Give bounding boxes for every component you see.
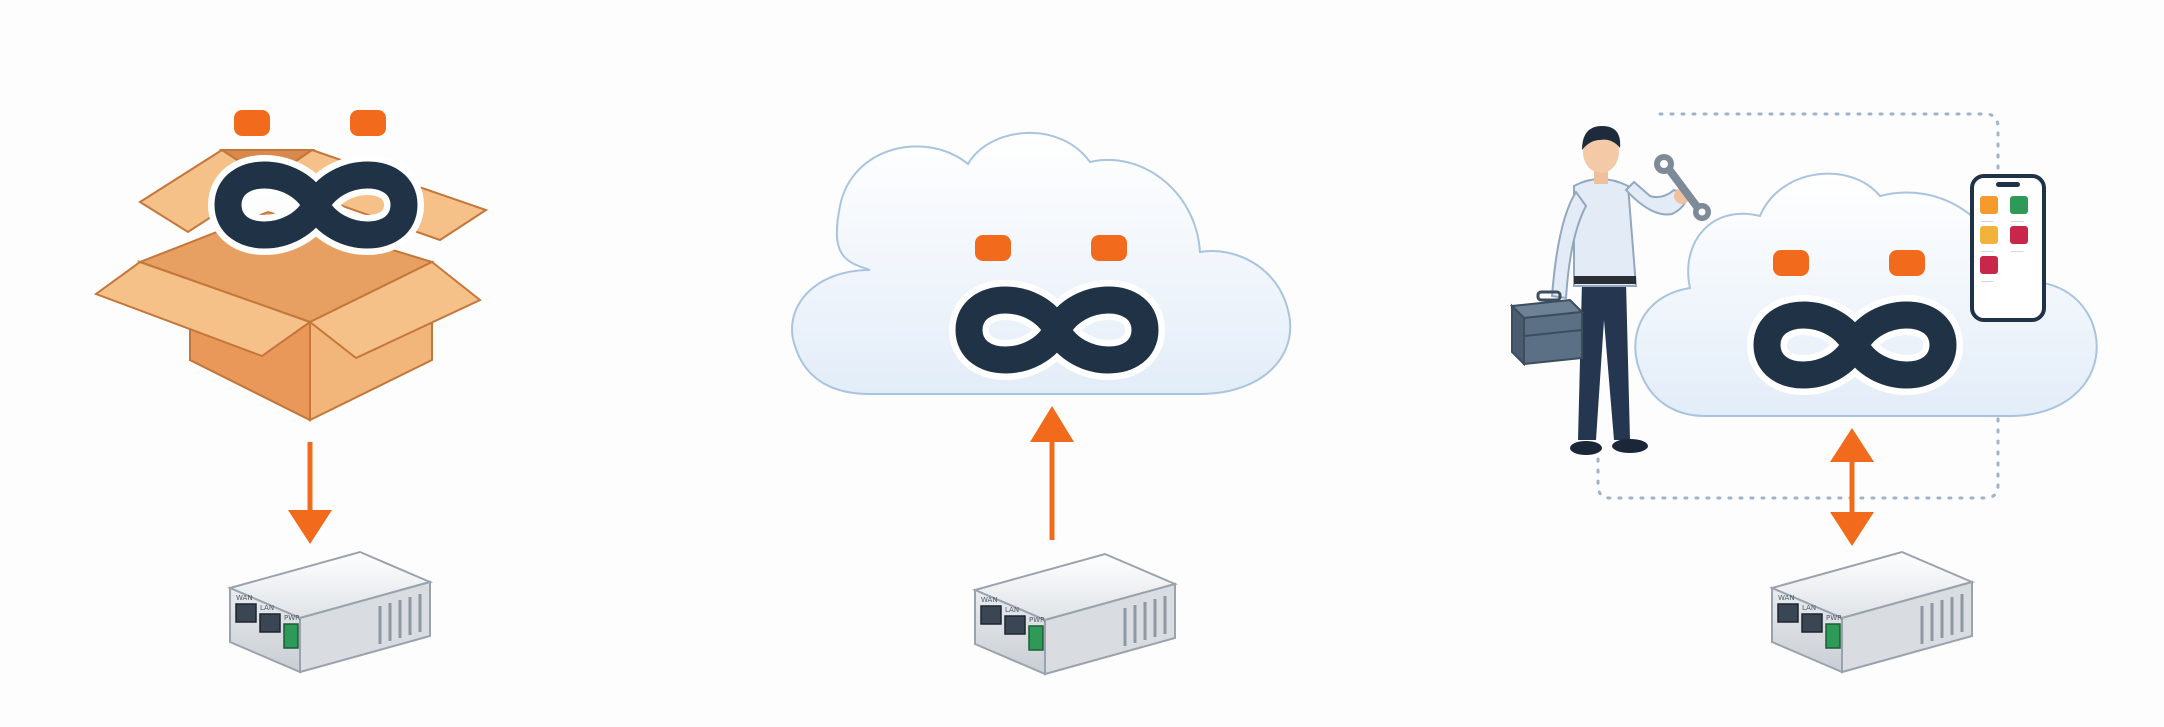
port-label: PWR bbox=[1826, 614, 1842, 622]
ethernet-port bbox=[1777, 603, 1799, 623]
panel-manage: _____ _____ _____ _____ _____ bbox=[1509, 112, 2098, 674]
device-ports-layer: WAN LAN PWR WAN LAN PWR WAN LAN PWR bbox=[235, 594, 1842, 651]
gateway-device-icon bbox=[228, 550, 432, 674]
ethernet-port bbox=[1801, 613, 1823, 633]
app-tile-icon[interactable] bbox=[1980, 226, 1998, 244]
port-label: WAN bbox=[981, 596, 998, 604]
port-label: PWR bbox=[1029, 616, 1045, 624]
gateway-device-icon bbox=[973, 552, 1177, 676]
app-tile-icon[interactable] bbox=[1980, 256, 1998, 274]
terminal-block bbox=[1825, 623, 1841, 649]
port-label: WAN bbox=[236, 594, 253, 602]
toolbox-icon bbox=[1509, 290, 1585, 367]
terminal-block bbox=[283, 623, 299, 649]
app-tile-caption: _____ bbox=[1980, 246, 1994, 252]
app-tile-caption: _____ bbox=[2010, 216, 2024, 222]
panel-cloud-connect bbox=[791, 131, 1292, 676]
device-front-ports: WAN LAN PWR bbox=[235, 594, 300, 649]
down-arrow-icon bbox=[288, 442, 332, 544]
port-label: LAN bbox=[1005, 606, 1019, 614]
bidirectional-arrow-icon bbox=[1830, 428, 1874, 546]
smartphone-icon: _____ _____ _____ _____ _____ bbox=[1970, 174, 2046, 322]
ethernet-port bbox=[1004, 615, 1026, 635]
app-tile-caption: _____ bbox=[1980, 216, 1994, 222]
up-arrow-icon bbox=[1030, 406, 1074, 540]
port-label: LAN bbox=[1802, 604, 1816, 612]
panel-unbox bbox=[93, 110, 489, 674]
app-tile-icon[interactable] bbox=[2010, 196, 2028, 214]
app-tile-icon[interactable] bbox=[2010, 226, 2028, 244]
app-grid: _____ _____ _____ _____ _____ bbox=[1980, 196, 2028, 282]
app-tile-caption: _____ bbox=[1980, 276, 1994, 282]
app-tile-icon[interactable] bbox=[1980, 196, 1998, 214]
ethernet-port bbox=[259, 613, 281, 633]
management-loop-line bbox=[1596, 112, 2000, 500]
gateway-device-icon bbox=[1770, 550, 1974, 674]
device-front-ports: WAN LAN PWR bbox=[980, 596, 1045, 651]
ethernet-port bbox=[235, 603, 257, 623]
port-label: WAN bbox=[1778, 594, 1795, 602]
terminal-block bbox=[1028, 625, 1044, 651]
device-front-ports: WAN LAN PWR bbox=[1777, 594, 1842, 649]
port-label: PWR bbox=[284, 614, 300, 622]
wrench-icon bbox=[1654, 154, 1711, 221]
port-label: LAN bbox=[260, 604, 274, 612]
ethernet-port bbox=[980, 605, 1002, 625]
cloud-icon bbox=[791, 131, 1292, 395]
app-tile-caption: _____ bbox=[2010, 246, 2024, 252]
